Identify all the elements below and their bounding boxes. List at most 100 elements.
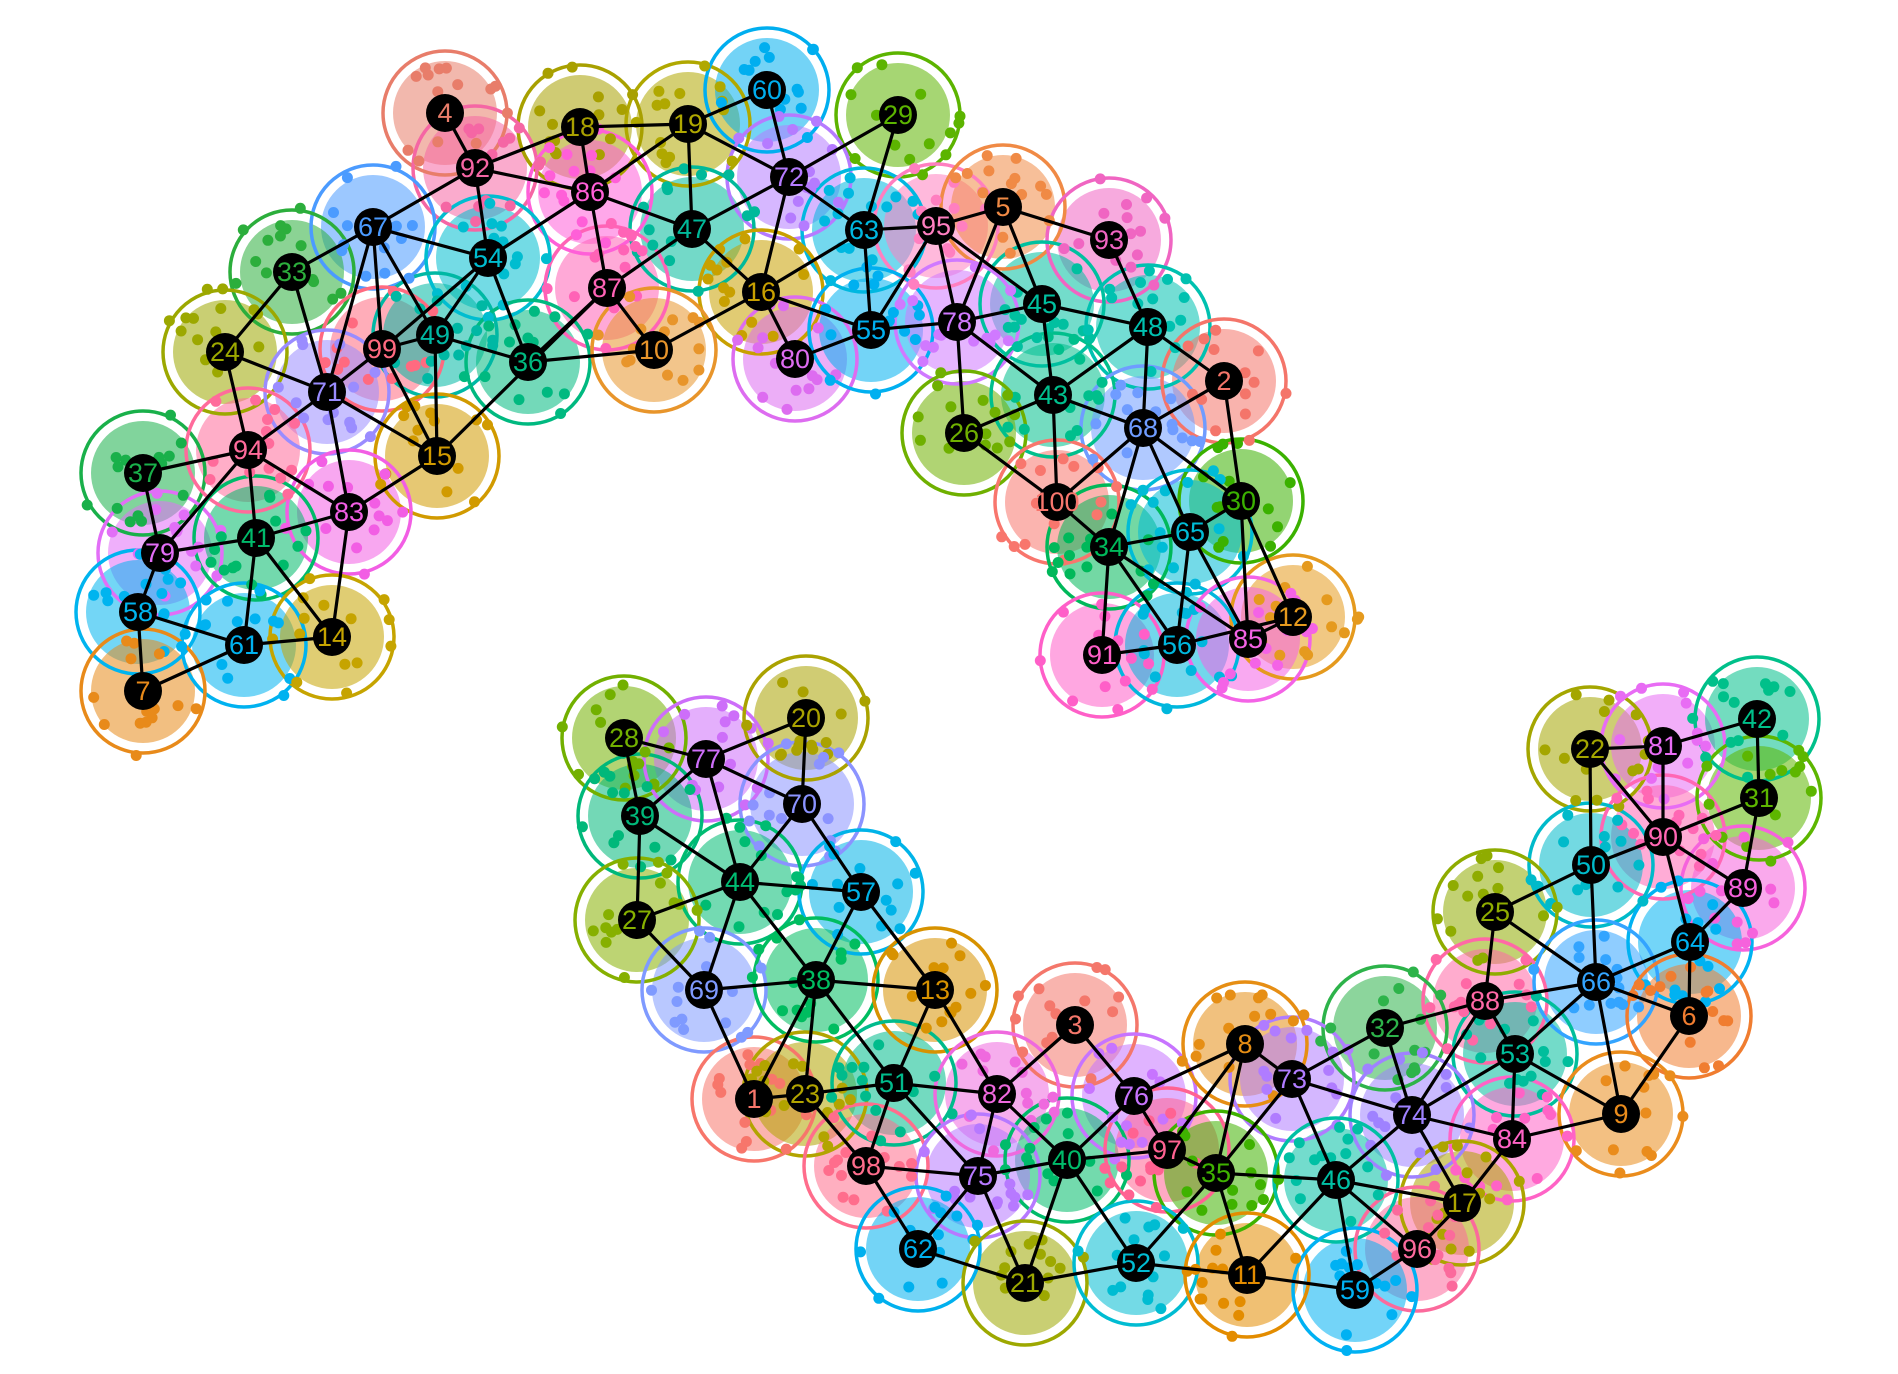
node-marker (273, 253, 311, 291)
node-marker (1228, 1256, 1266, 1294)
node-label: 92 (460, 153, 490, 183)
member-point (485, 83, 497, 95)
edge-22-90 (1588, 747, 1665, 839)
member-point (250, 256, 262, 267)
member-point (988, 1145, 999, 1157)
member-point (1125, 261, 1137, 273)
member-point (811, 374, 823, 386)
member-point (1430, 954, 1442, 965)
member-point (163, 315, 175, 327)
member-point (1370, 1277, 1382, 1289)
node-label: 3 (1067, 1010, 1082, 1040)
node-64: 64 (1671, 923, 1709, 961)
node-67: 67 (354, 208, 392, 246)
member-point (833, 1098, 845, 1110)
member-point (812, 322, 824, 334)
member-point (965, 987, 977, 999)
edge-35-46 (1214, 1171, 1338, 1182)
member-point (1485, 1018, 1496, 1030)
member-point (929, 1070, 941, 1082)
member-point (1633, 1001, 1645, 1013)
member-point (886, 947, 897, 959)
node-label: 76 (1119, 1081, 1149, 1111)
member-point (1215, 1228, 1226, 1240)
member-point (1017, 1046, 1029, 1058)
member-point (940, 1190, 952, 1202)
member-point (364, 431, 376, 443)
member-point (1239, 408, 1251, 420)
node-label: 78 (942, 307, 972, 337)
member-point (1633, 859, 1645, 871)
edge-67-71 (325, 225, 375, 394)
member-point (1000, 1139, 1011, 1151)
member-point (358, 568, 370, 580)
member-point (1380, 1169, 1392, 1181)
edge-5-78 (955, 205, 1005, 324)
member-point (151, 487, 163, 499)
member-point (1641, 785, 1653, 797)
cluster-ring-83 (285, 448, 413, 576)
member-point (1632, 763, 1644, 775)
member-point (1112, 704, 1124, 715)
member-point (912, 411, 924, 423)
member-point (1185, 665, 1197, 676)
node-2: 2 (1205, 362, 1243, 400)
member-point (1392, 1204, 1403, 1216)
member-point (217, 283, 229, 295)
member-point (762, 138, 774, 149)
member-point (977, 187, 989, 199)
member-point (757, 332, 769, 344)
node-42: 42 (1738, 700, 1776, 738)
member-point (1119, 1212, 1131, 1224)
member-point (652, 856, 664, 868)
member-point (322, 480, 334, 492)
member-point (1677, 1110, 1689, 1122)
member-point (755, 962, 767, 974)
cluster-ring-13 (871, 926, 999, 1054)
edge-35-52 (1134, 1171, 1218, 1265)
member-point (635, 861, 647, 873)
member-point (1040, 188, 1052, 200)
node-label: 56 (1162, 630, 1192, 660)
member-point (906, 1158, 918, 1169)
member-point (1239, 388, 1251, 400)
node-label: 35 (1201, 1158, 1231, 1188)
node-label: 82 (982, 1079, 1012, 1109)
member-point (894, 1126, 906, 1138)
member-point (227, 562, 239, 574)
member-point (1769, 809, 1781, 821)
member-point (1287, 1015, 1299, 1027)
member-point (1239, 367, 1251, 379)
member-point (1034, 655, 1046, 667)
member-point (1265, 540, 1276, 552)
member-point (600, 343, 612, 354)
node-16: 16 (742, 273, 780, 311)
node-95: 95 (917, 207, 955, 245)
member-point (1700, 751, 1712, 763)
member-point (1710, 923, 1722, 935)
member-point (1765, 855, 1777, 867)
edge-67-54 (371, 225, 490, 260)
node-marker (571, 173, 609, 211)
member-point (1545, 1109, 1557, 1121)
edge-41-14 (254, 536, 334, 639)
member-point (1087, 453, 1099, 465)
member-point (1004, 1178, 1016, 1190)
member-point (1071, 263, 1083, 275)
node-marker (141, 534, 179, 572)
member-point (1558, 752, 1570, 764)
member-point (1630, 709, 1642, 721)
member-point (1127, 1127, 1139, 1139)
member-point (870, 1104, 882, 1116)
node-label: 21 (1010, 1268, 1040, 1298)
member-point (1091, 1185, 1103, 1197)
node-label: 94 (233, 435, 263, 465)
member-point (860, 1090, 872, 1102)
member-point (1353, 611, 1365, 623)
node-marker (1273, 1060, 1311, 1098)
member-point (906, 1170, 917, 1182)
node-label: 34 (1094, 532, 1124, 562)
member-point (300, 525, 312, 537)
member-point (1700, 740, 1712, 752)
member-point (375, 478, 387, 490)
